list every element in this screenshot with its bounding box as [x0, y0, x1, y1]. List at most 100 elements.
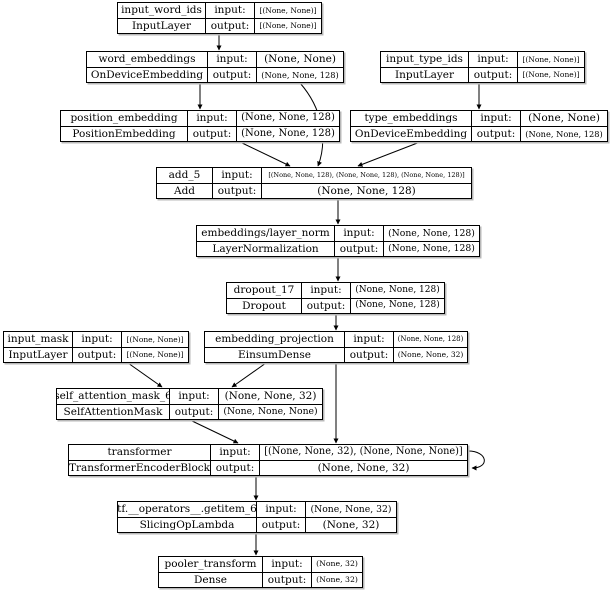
- input-shape: (None, None, 128): [241, 112, 335, 124]
- output-label: output:: [188, 126, 237, 141]
- input-label: input:: [469, 52, 518, 67]
- input-shape: (None, None): [528, 112, 600, 124]
- node-title: input_type_ids: [381, 52, 469, 67]
- node-title: embedding_projection: [205, 332, 345, 347]
- input-label: input:: [170, 389, 219, 404]
- node-title: input_mask: [4, 332, 73, 347]
- edge-self_attention_mask_6-to-transformer: [189, 419, 239, 444]
- input-shape: (None, None): [264, 53, 336, 65]
- node-title: add_5: [157, 168, 213, 183]
- node-class: SelfAttentionMask: [57, 404, 170, 419]
- input-shape: (None, None, 32): [224, 390, 317, 402]
- edge-embedding_projection-to-self_attention_mask_6: [231, 362, 267, 388]
- input-label: input:: [213, 168, 262, 183]
- input-shape: [(None, None)]: [259, 5, 317, 15]
- node-title: transformer: [69, 445, 211, 460]
- input-label: input:: [208, 52, 257, 67]
- output-label: output:: [170, 404, 219, 419]
- input-label: input:: [188, 111, 237, 126]
- node-class: InputLayer: [381, 67, 469, 82]
- node-title: embeddings/layer_norm: [197, 226, 335, 241]
- output-shape: (None, None, 128): [261, 69, 339, 80]
- output-label: output:: [345, 347, 394, 362]
- input-shape: (None, None, 128): [355, 284, 440, 295]
- edge-transformer-self-loop: [467, 450, 485, 471]
- edge-input_mask-to-self_attention_mask_6: [127, 362, 163, 388]
- node-class: SlicingOpLambda: [118, 517, 257, 532]
- edge-position_embedding-to-add_5: [239, 141, 291, 167]
- input-shape: (None, 32): [316, 559, 358, 569]
- output-label: output:: [211, 460, 260, 475]
- output-shape: (None, None, 32): [397, 350, 464, 359]
- output-shape: [(None, None)]: [522, 70, 580, 79]
- output-label: output:: [213, 183, 262, 198]
- input-shape: (None, None, 128): [388, 227, 475, 239]
- output-shape: (None, 32): [322, 518, 380, 531]
- output-label: output:: [263, 572, 312, 587]
- node-class: InputLayer: [118, 18, 206, 33]
- node-class: Add: [157, 183, 213, 198]
- output-shape: (None, None, 128): [525, 128, 603, 139]
- output-label: output:: [208, 67, 257, 82]
- input-label: input:: [257, 502, 306, 517]
- node-class: Dense: [159, 572, 263, 587]
- input-label: input:: [335, 226, 384, 241]
- input-label: input:: [206, 3, 255, 18]
- input-shape: [(None, None, 32), (None, None, None)]: [264, 446, 463, 458]
- output-shape: (None, None, 32): [317, 461, 410, 474]
- node-title: input_word_ids: [118, 3, 206, 18]
- output-shape: (None, None, None): [223, 406, 318, 418]
- output-label: output:: [335, 241, 384, 256]
- input-label: input:: [345, 332, 394, 347]
- input-shape: [(None, None, 128), (None, None, 128), (…: [268, 171, 465, 179]
- input-shape: [(None, None)]: [522, 54, 580, 64]
- output-shape: [(None, None)]: [259, 21, 317, 30]
- output-label: output:: [302, 298, 351, 313]
- node-title: pooler_transform: [159, 557, 263, 572]
- output-label: output:: [469, 67, 518, 82]
- node-title: type_embeddings: [351, 111, 472, 126]
- node-title: self_attention_mask_6: [57, 389, 170, 404]
- node-title: dropout_17: [227, 283, 302, 298]
- input-shape: (None, None, 128): [397, 334, 464, 343]
- output-label: output:: [73, 347, 122, 362]
- input-label: input:: [73, 332, 122, 347]
- output-shape: (None, None, 128): [241, 127, 335, 139]
- input-label: input:: [211, 445, 260, 460]
- edge-type_embeddings-to-add_5: [357, 141, 421, 167]
